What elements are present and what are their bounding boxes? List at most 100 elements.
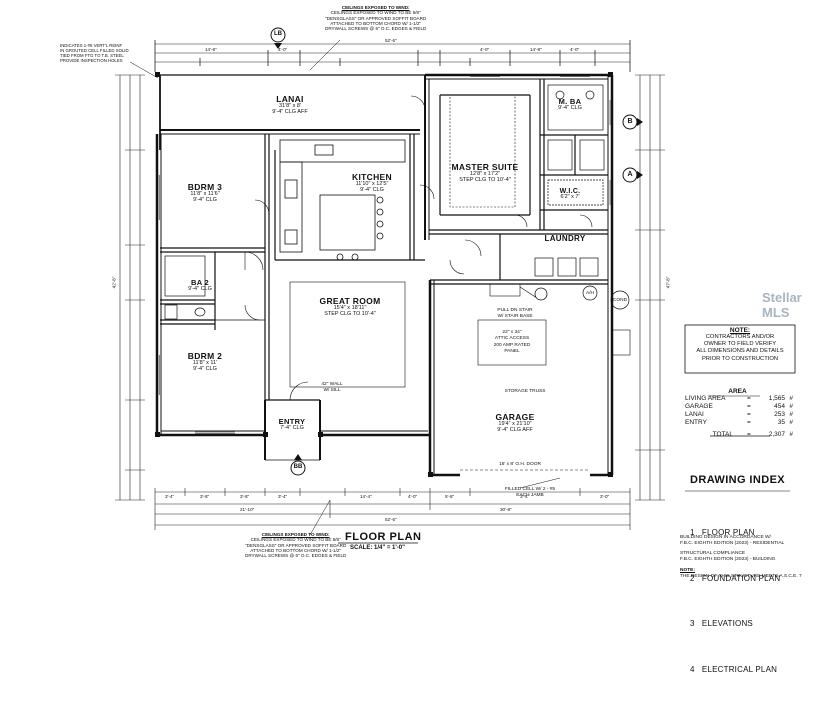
note-line: CEILINGS EXPOSED TO WIND: [261, 532, 330, 537]
door-swings [244, 95, 593, 401]
note-line: ATTIC ACCESS [494, 335, 530, 341]
compliance-note-label: NOTE: [680, 567, 695, 573]
area-eq: = [747, 411, 751, 419]
dim-left-overall: 42'-8" [111, 276, 117, 289]
room-name: BA 2 [190, 278, 210, 287]
dim-top-1: 14'-8" [205, 47, 217, 52]
area-row: ENTRY = 35 # [685, 419, 800, 427]
note-line: "DENSGLASS" OR APPROVED SOFFIT BOARD [325, 15, 427, 21]
area-unit: # [789, 430, 793, 438]
area-row: GARAGE = 454 # [685, 403, 800, 411]
note-line: CEILINGS EXPOSED TO WIND TO BE 5/8" [330, 10, 421, 16]
drawing-index-list: 1 FLOOR PLAN 2 FOUNDATION PLAN 3 ELEVATI… [690, 492, 800, 710]
room-ceiling: 7'-4" CLG [280, 424, 304, 431]
watermark-logo: Stellar MLS [762, 290, 802, 320]
drawing-index-item: 3 ELEVATIONS [690, 619, 753, 629]
area-label: ENTRY [685, 419, 707, 427]
room-size: 19'4" x 21'10" [498, 420, 532, 427]
area-table: AREA LIVING AREA = 1,565 # GARAGE = 454 … [685, 388, 800, 439]
note-line: ATTACHED TO BOTTOM CHORD W/ 1-1/2" [330, 20, 422, 26]
bath-fixtures [164, 84, 630, 320]
great-room-ceiling-step [289, 94, 547, 388]
dim-bottom-2: 3'-8" [200, 494, 210, 499]
room-entry: ENTRY 7'-4" CLG [279, 418, 306, 432]
drawing-index-title: DRAWING INDEX [690, 474, 786, 486]
note-line: CEILINGS EXPOSED TO WIND TO BE 5/8" [250, 537, 341, 543]
kitchen-fixtures [279, 139, 406, 261]
area-unit: # [789, 403, 793, 411]
dim-right-overall: 47'-8" [665, 276, 671, 289]
room-size: 11'8" x 11' [192, 359, 218, 366]
panel-note: 200 AMP RATED PANEL [494, 343, 531, 355]
area-value: 253 [774, 411, 785, 419]
garage-door-note: 16' x 8' O.H. DOOR [499, 462, 541, 467]
dim-top-4: 14'-8" [530, 47, 542, 52]
room-name: W.I.C. [559, 188, 581, 195]
dim-bottom-3: 3'-8" [240, 494, 250, 499]
left-dimension-lines [115, 74, 145, 501]
note-line: EACH JAMB [516, 492, 544, 498]
bottom-dimension-lines [154, 488, 631, 530]
note-line: CEILINGS EXPOSED TO WIND: [341, 5, 410, 10]
room-name: GREAT ROOM [319, 296, 381, 306]
area-unit: # [789, 419, 793, 427]
half-wall-note: 42" WALL W/ SILL [321, 382, 342, 394]
drawing-index-item: 1 FLOOR PLAN [690, 528, 755, 537]
room-name: BDRM 3 [187, 182, 223, 192]
room-ceiling: 9'-4" CLG [558, 104, 582, 111]
note-line: PANEL [504, 348, 520, 354]
code-compliance: BUILDING DESIGN IN ACCORDANCE W/ F.B.C. … [680, 535, 810, 580]
room-size: 12'8" x 17'2" [469, 170, 501, 177]
condenser-label: COND [612, 298, 628, 303]
room-size: 6'2" x 7' [560, 194, 580, 201]
contractor-note-title: NOTE: [729, 327, 751, 334]
room-bath-2: BA 2 9'-4" CLG [188, 279, 212, 293]
compliance-line: F.B.C. EIGHTH EDITION (2023) - RESIDENTI… [680, 540, 785, 546]
dim-bottom-8: 3'-4" [520, 494, 530, 499]
area-value: 1,565 [768, 395, 785, 402]
note-line: INDICATES 1-#5 VERT'L REINF [60, 43, 123, 48]
room-master-suite: MASTER SUITE 12'8" x 17'2" STEP CLG TO 1… [452, 163, 519, 183]
dim-top-2: 4'-0" [278, 47, 288, 52]
area-unit: # [789, 395, 793, 402]
room-name: MASTER SUITE [451, 162, 519, 172]
interior-walls [160, 79, 608, 401]
room-name: LAUNDRY [544, 234, 586, 243]
note-line: "DENSGLASS" OR APPROVED SOFFIT BOARD [245, 542, 347, 548]
storage-truss-note: STORAGE TRUSS [504, 389, 546, 394]
compliance-line: F.B.C. EIGHTH EDITION (2023) - BUILDING [680, 556, 776, 562]
area-unit: # [789, 411, 793, 419]
contractor-note-box [684, 324, 796, 374]
exterior-walls [155, 73, 614, 477]
note-line: DRYWALL SCREWS @ 6" O.C. EDGES & FIELD [245, 553, 347, 559]
area-title: AREA [728, 388, 747, 395]
windows [157, 76, 611, 434]
room-ceiling: STEP CLG TO 10'-4" [324, 310, 376, 317]
note-line: ATTACHED TO BOTTOM CHORD W/ 1-1/2" [250, 547, 342, 553]
note-line: FILLED CELL W/ 2 - #5 [504, 487, 556, 492]
room-bedroom-3: BDRM 3 11'8" x 11'6" 9'-4" CLG [188, 183, 222, 203]
drawing-scale: SCALE: 1/4" = 1'-0" [350, 545, 405, 551]
note-line: PULL DN STAIR [497, 308, 533, 313]
area-label: LIVING AREA [685, 395, 726, 402]
rebar-note: INDICATES 1-#5 VERT'L REINF IN GROUTED C… [60, 43, 129, 64]
contractor-note-line: CONTRACTORS AND/OR [705, 334, 775, 340]
note-line: IN GROUTED CELL FILLED SOLID [60, 47, 129, 53]
compliance-note-text: THE DESIGN OF THIS STRUCTURE MEETS A.S.C… [680, 573, 802, 579]
dim-bottom-1: 3'-4" [165, 494, 175, 499]
room-bedroom-2: BDRM 2 11'8" x 11' 9'-4" CLG [188, 352, 222, 372]
dim-bottom-total-1: 21'-10" [240, 507, 255, 512]
room-name: M. BA [558, 97, 582, 106]
contractor-note-line: OWNER TO FIELD VERIFY [703, 341, 777, 348]
room-ceiling: 9'-4" CLG AFF [497, 426, 533, 433]
room-name: BDRM 2 [187, 351, 223, 361]
area-eq: = [747, 430, 751, 438]
note-line: W/ STAIR BASE [497, 313, 533, 319]
room-lanai: LANAI 31'8" x 8' 9'-4" CLG AFF [272, 95, 307, 115]
room-size: 11'10" x 12'5" [355, 180, 389, 187]
area-total-row: TOTAL = 2,307 # [685, 431, 800, 439]
attic-access-note: 22" x 34" ATTIC ACCESS [495, 330, 529, 342]
room-name: LANAI [276, 94, 304, 104]
room-kitchen: KITCHEN 11'10" x 12'5" 9'-4" CLG [352, 173, 392, 193]
top-dimension-lines [154, 40, 631, 72]
